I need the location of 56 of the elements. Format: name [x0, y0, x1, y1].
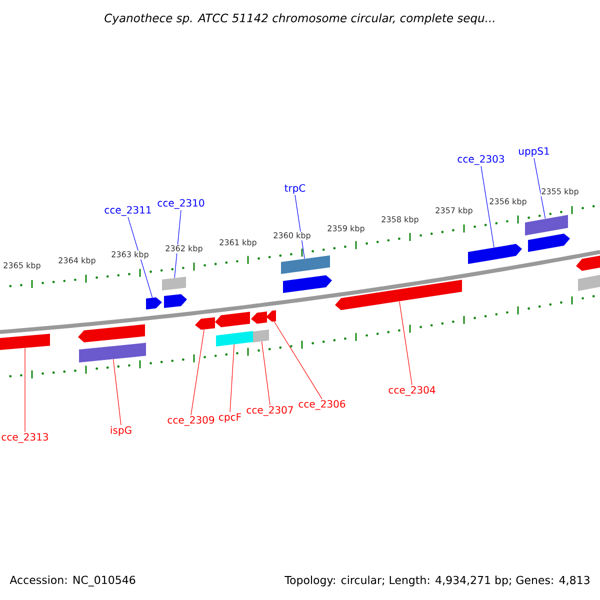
gene-block — [164, 294, 187, 308]
leader-line — [534, 158, 546, 219]
gene-label: cce_2304 — [388, 386, 436, 396]
gene-label: cce_2303 — [458, 155, 504, 165]
gene-block — [251, 312, 267, 324]
leader-line — [128, 216, 153, 298]
leader-line — [174, 210, 182, 278]
scale-label: 2356 kbp — [488, 198, 528, 206]
gene-label: uppS1 — [518, 147, 549, 157]
scale-label: 2363 kbp — [110, 250, 150, 260]
scale-label: 2360 kbp — [272, 232, 312, 240]
scale-label: 2364 kbp — [58, 256, 96, 266]
gene-block — [216, 331, 253, 346]
scale-label: 2361 kbp — [218, 238, 258, 248]
gene-block — [525, 214, 568, 236]
gene-label: cce_2309 — [168, 416, 214, 426]
gene-block — [162, 276, 186, 290]
gene-label: cce_2311 — [104, 206, 151, 216]
leader-line — [261, 341, 270, 406]
gene-block — [195, 317, 215, 330]
gene-block — [0, 334, 50, 350]
scale-label: 2359 kbp — [326, 224, 366, 234]
gene-block — [578, 274, 600, 291]
gene-label: cce_2313 — [2, 433, 48, 443]
scale-label: 2362 kbp — [164, 244, 204, 254]
leader-line — [399, 301, 412, 386]
scale-label: 2358 kbp — [380, 216, 420, 224]
gene-label: cce_2307 — [246, 406, 293, 416]
leader-line — [24, 348, 26, 432]
leader-line — [230, 344, 234, 412]
gene-block — [283, 275, 332, 293]
gene-block — [146, 297, 162, 310]
leader-line — [112, 358, 122, 426]
gene-block — [335, 280, 462, 310]
accession-text: Accession: NC_010546 — [10, 576, 136, 586]
leader-line — [480, 166, 494, 248]
topology-text: Topology: circular; Length: 4,934,271 bp; Genes: 4,813 — [284, 576, 590, 586]
leader-line — [190, 329, 204, 416]
leader-line — [274, 321, 322, 400]
scale-label: 2365 kbp — [2, 262, 42, 270]
gene-block — [79, 342, 146, 362]
gene-block — [528, 234, 570, 252]
scale-label: 2357 kbp — [434, 206, 474, 216]
gene-block — [266, 310, 276, 322]
gene-label: cce_2310 — [158, 199, 204, 209]
gene-block — [281, 255, 330, 274]
gene-label: cpcF — [219, 413, 241, 423]
gene-block — [253, 330, 269, 342]
gene-label: cce_2306 — [298, 400, 346, 410]
gene-block — [576, 256, 600, 271]
gene-block — [78, 324, 145, 342]
scale-label: 2355 kbp — [540, 188, 580, 196]
gene-block — [468, 244, 522, 264]
gene-label: ispG — [110, 426, 132, 436]
gene-label: trpC — [284, 184, 306, 194]
title: Cyanothece sp. ATCC 51142 chromosome circular, complete sequ... — [104, 13, 494, 25]
